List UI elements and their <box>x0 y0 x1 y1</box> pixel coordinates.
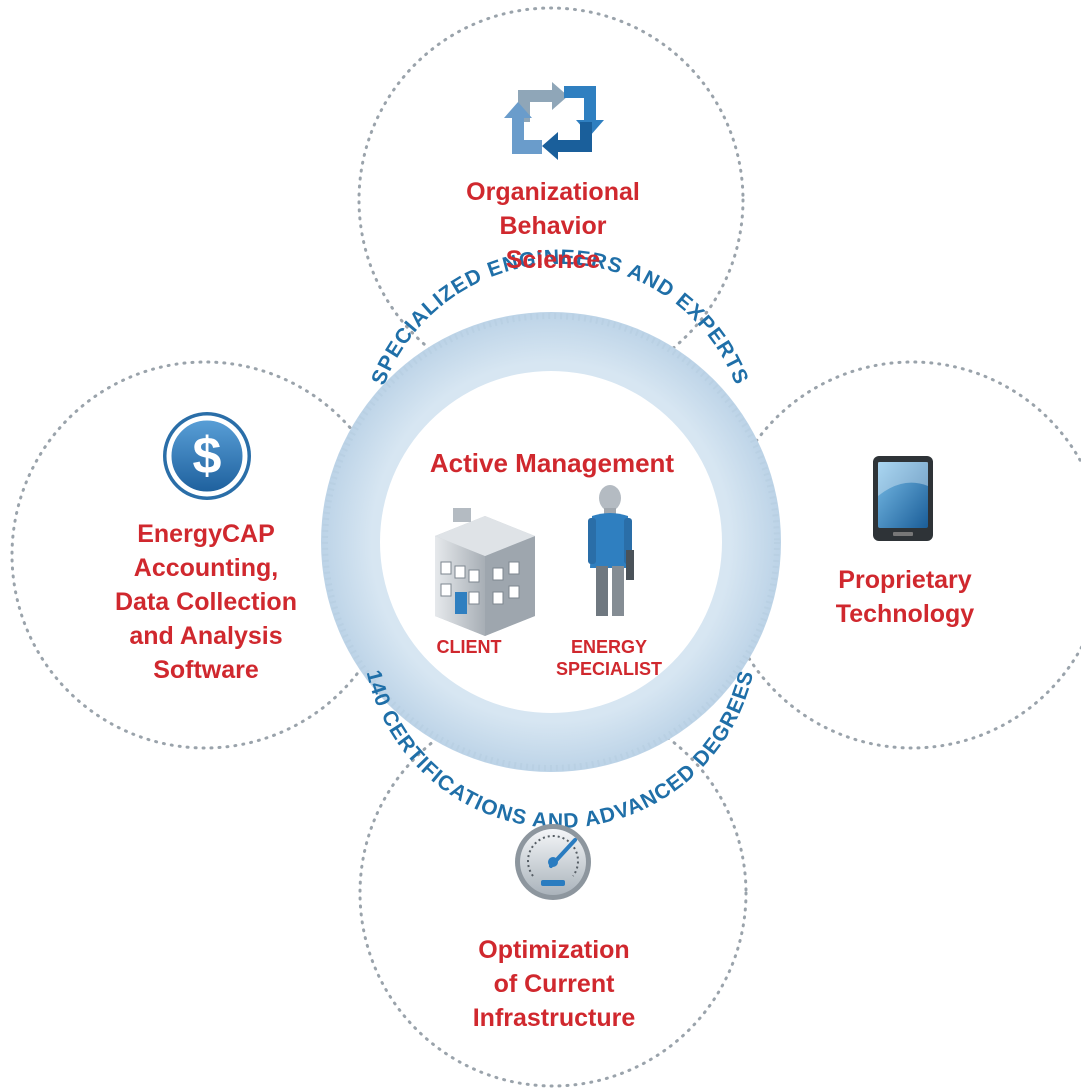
left-label-line-2: Accounting, <box>133 554 279 582</box>
center-ring-outer-dots <box>322 313 780 771</box>
energy-specialist-label-line-2: SPECIALIST <box>555 659 663 679</box>
left-label-line-3: Data Collection <box>115 588 297 616</box>
speedometer-gauge-icon <box>515 824 591 900</box>
top-circle-label: Organizational Behavior Science <box>466 175 640 277</box>
bottom-label-line-1: Optimization <box>478 936 630 964</box>
svg-text:$: $ <box>193 427 222 485</box>
bottom-circle-label: Optimization of Current Infrastructure <box>473 933 636 1035</box>
top-label-line-2: Behavior <box>499 212 607 240</box>
center-title: Active Management <box>429 448 675 478</box>
energy-specialist-label: ENERGY SPECIALIST <box>556 636 662 680</box>
bottom-outer-circle <box>358 698 748 1088</box>
recycle-arrows-icon <box>504 82 604 160</box>
right-label-line-2: Technology <box>835 600 975 628</box>
top-outer-circle <box>357 6 745 394</box>
left-label-line-4: and Analysis <box>129 622 283 650</box>
bottom-label-line-2: of Current <box>493 970 615 998</box>
client-building-icon <box>435 508 535 636</box>
tablet-icon <box>873 456 933 541</box>
energy-specialist-label-line-1: ENERGY <box>570 637 648 657</box>
top-label-line-1: Organizational <box>466 178 640 206</box>
client-label: CLIENT <box>436 637 502 657</box>
center-disc <box>380 371 722 713</box>
right-outer-circle <box>717 360 1081 750</box>
energy-specialist-person-icon <box>588 485 634 616</box>
left-circle-label: EnergyCAP Accounting, Data Collection an… <box>115 517 297 687</box>
right-label-line-1: Proprietary <box>838 566 972 594</box>
bottom-label-line-3: Infrastructure <box>472 1004 636 1032</box>
left-label-line-1: EnergyCAP <box>137 520 275 548</box>
top-label-line-3: Science <box>505 246 601 274</box>
right-circle-label: Proprietary Technology <box>836 563 974 631</box>
dollar-coin-icon: $ <box>163 412 251 500</box>
left-label-line-5: Software <box>153 656 259 684</box>
